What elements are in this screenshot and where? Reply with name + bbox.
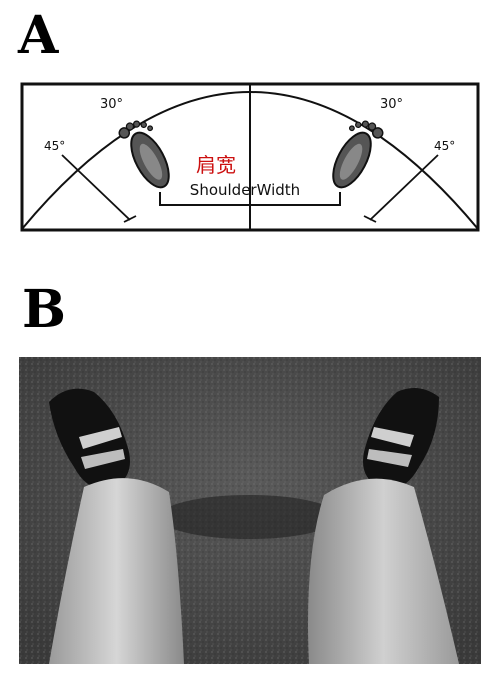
standing-posture-photo	[19, 357, 481, 664]
left-45-line	[61, 154, 131, 221]
stance-diagram: 30° 45° 30° 45° 肩宽 ShoulderWidth	[20, 82, 480, 232]
angle-label-right-30: 30°	[380, 97, 403, 112]
left-footprint-icon	[118, 120, 170, 189]
right-shoe	[363, 388, 439, 489]
angle-label-left-45: 45°	[44, 139, 65, 153]
angle-label-left-30: 30°	[100, 97, 123, 112]
shoulder-width-bracket	[159, 192, 341, 206]
panel-b-letter: B	[22, 279, 66, 340]
right-footprint-icon	[332, 120, 384, 189]
left-45-tick	[123, 215, 137, 223]
diagram-frame	[20, 82, 480, 232]
right-45-tick	[363, 215, 377, 223]
left-leg	[49, 478, 184, 664]
panel-a-letter: A	[18, 5, 59, 66]
angle-label-right-45: 45°	[434, 139, 455, 153]
shoulder-width-label: ShoulderWidth	[190, 181, 300, 199]
shoulder-width-chinese-label: 肩宽	[196, 153, 236, 177]
right-leg	[308, 478, 459, 664]
left-shoe	[49, 388, 130, 489]
leg-shadow	[159, 495, 339, 539]
right-45-line	[369, 154, 439, 221]
